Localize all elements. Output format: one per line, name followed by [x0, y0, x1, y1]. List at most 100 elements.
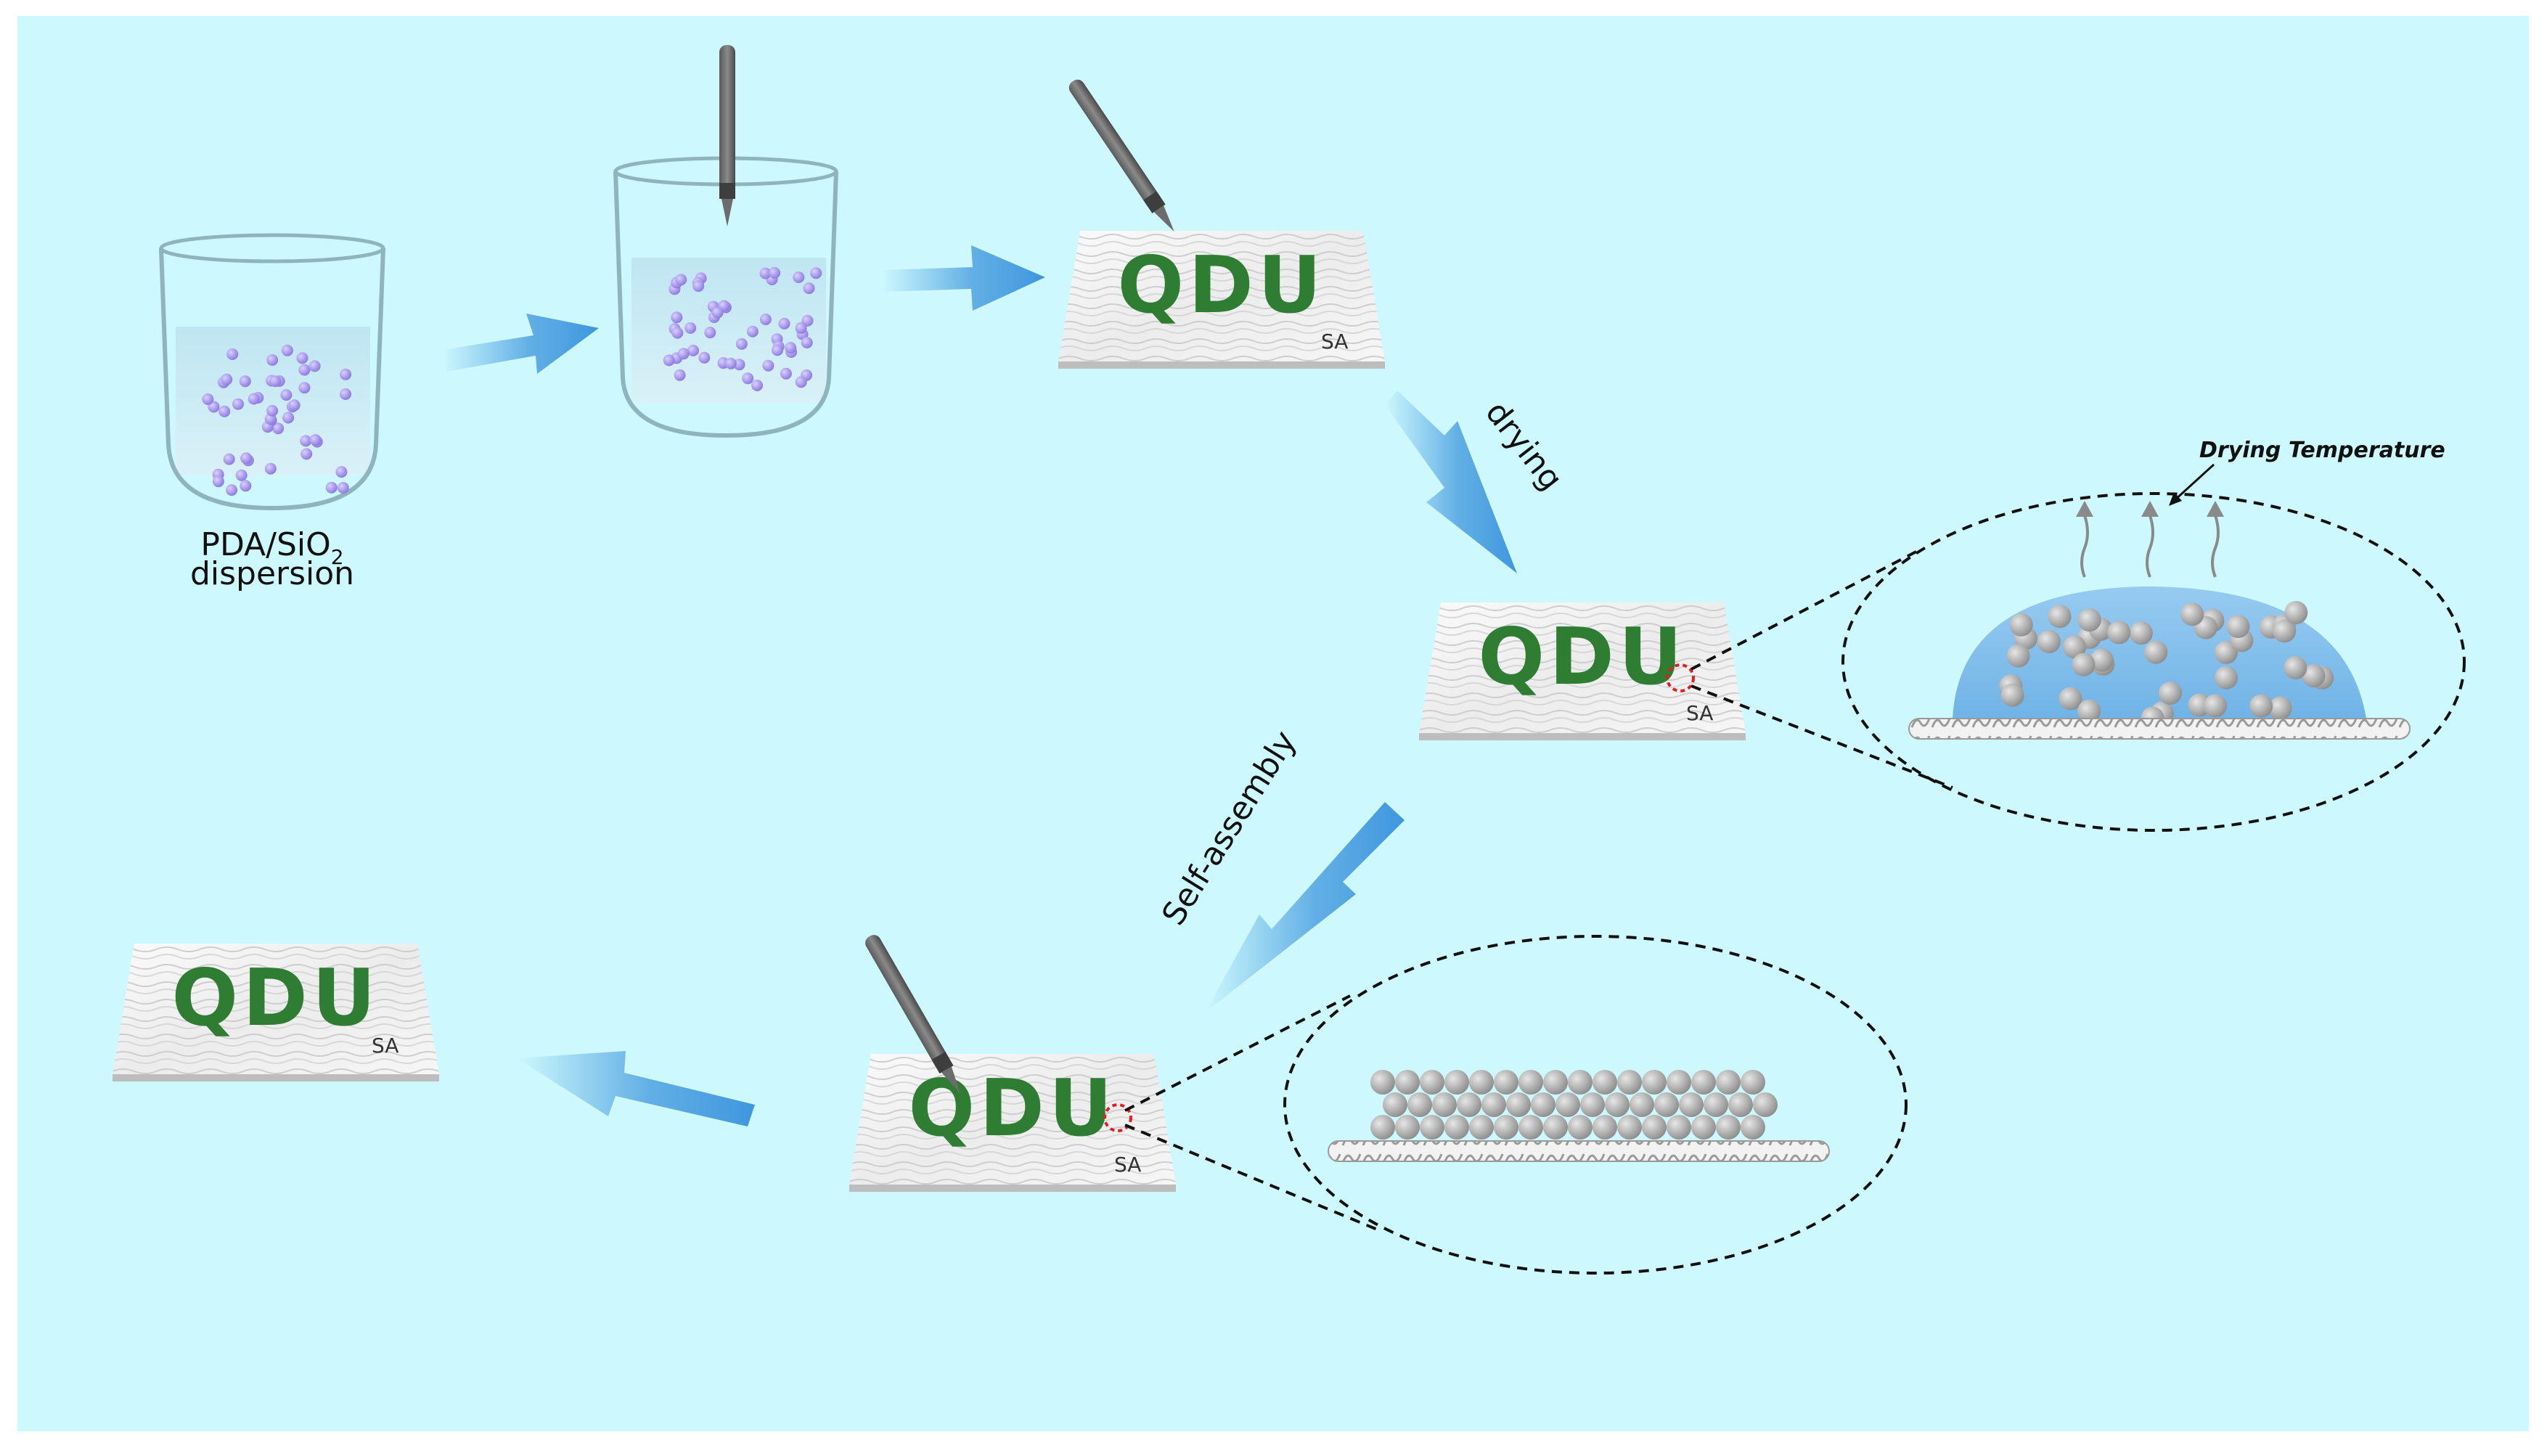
particle [735, 338, 748, 350]
particle [1383, 1092, 1407, 1117]
particle [1667, 1115, 1691, 1140]
particle [1704, 1092, 1728, 1117]
particle [1481, 1092, 1506, 1117]
heat-arrows [2080, 515, 2220, 578]
particle [746, 325, 759, 338]
particle [1593, 1115, 1617, 1140]
particle [2273, 619, 2297, 643]
particle [340, 368, 352, 380]
inset-assembled [1283, 935, 1908, 1275]
particle [212, 475, 224, 488]
particle [296, 352, 308, 364]
particle [1420, 1115, 1444, 1140]
particle [769, 266, 781, 279]
particle [1667, 1070, 1691, 1095]
particle [1568, 1115, 1593, 1140]
particle [724, 357, 737, 369]
particle [298, 364, 311, 376]
particle [2090, 648, 2114, 672]
particle [1444, 1115, 1469, 1140]
particle [1617, 1070, 1642, 1095]
arrow-step-2 [882, 245, 1045, 311]
particle [240, 480, 252, 492]
particle [698, 351, 711, 364]
particle [282, 412, 295, 424]
particle [272, 422, 285, 435]
particle [2144, 640, 2168, 664]
particle [1395, 1070, 1420, 1095]
qdu-logo: QDU [1478, 612, 1686, 703]
particle [1395, 1115, 1420, 1140]
pen-icon [719, 45, 735, 226]
arrow-self-assembly [1205, 802, 1405, 1013]
particle [226, 484, 238, 496]
particle [1420, 1070, 1444, 1095]
particle [1691, 1115, 1716, 1140]
particle [269, 375, 282, 388]
particle [785, 342, 797, 354]
particle [223, 453, 235, 465]
beaker-label: PDA/SiO2 [200, 526, 343, 569]
particle [1543, 1115, 1568, 1140]
particle [281, 344, 293, 356]
particle [2268, 696, 2292, 720]
particle [2077, 699, 2101, 723]
particle [1469, 1115, 1494, 1140]
particle [687, 344, 699, 356]
particle [2000, 683, 2024, 707]
particle [759, 314, 772, 325]
particle [1654, 1092, 1679, 1117]
particle [235, 469, 248, 481]
particle [795, 322, 807, 334]
particle [1531, 1092, 1555, 1117]
particle [1691, 1070, 1716, 1095]
particle [801, 337, 813, 348]
arrow-drying [1385, 390, 1517, 573]
particle [1568, 1070, 1593, 1095]
particle [675, 274, 687, 286]
particle [1518, 1115, 1543, 1140]
particle [1469, 1070, 1494, 1095]
particle [1432, 1092, 1457, 1117]
beaker-wall [159, 248, 385, 511]
particle [663, 354, 675, 367]
particle [1741, 1070, 1765, 1095]
particle [671, 327, 684, 339]
particle [1370, 1070, 1395, 1095]
fiber-substrate [1328, 1140, 1830, 1162]
particle [2048, 605, 2072, 629]
particle [1716, 1070, 1741, 1095]
substrate-writing: QDU SA [1058, 231, 1385, 369]
particle [340, 388, 351, 400]
zoom-line [1124, 994, 1351, 1112]
beaker-rim [159, 233, 385, 263]
particle [1457, 1092, 1481, 1117]
particle [2009, 613, 2033, 637]
particle [335, 466, 348, 478]
particle [1593, 1070, 1617, 1095]
particle [759, 267, 772, 279]
particle [2059, 687, 2082, 711]
inset-ellipse [1283, 935, 1908, 1275]
particle [674, 369, 686, 381]
drying-temperature-label: Drying Temperature [2199, 438, 2445, 463]
particle [704, 327, 716, 339]
particle [309, 434, 322, 446]
particle [266, 404, 279, 417]
particle [1370, 1115, 1395, 1140]
particle [778, 317, 790, 330]
particle [1679, 1092, 1704, 1117]
particle [742, 372, 754, 385]
particle [226, 348, 239, 360]
particle [2284, 656, 2307, 679]
particle [2063, 635, 2087, 659]
particle [2129, 621, 2153, 645]
particle [1407, 1092, 1432, 1117]
particle [2249, 694, 2273, 718]
substrate-self-assembly: QDU SA [849, 1054, 1176, 1192]
particle [264, 462, 277, 475]
pointer-arrowhead [2169, 492, 2182, 506]
particle [325, 481, 338, 494]
pointer-line [2172, 463, 2215, 502]
